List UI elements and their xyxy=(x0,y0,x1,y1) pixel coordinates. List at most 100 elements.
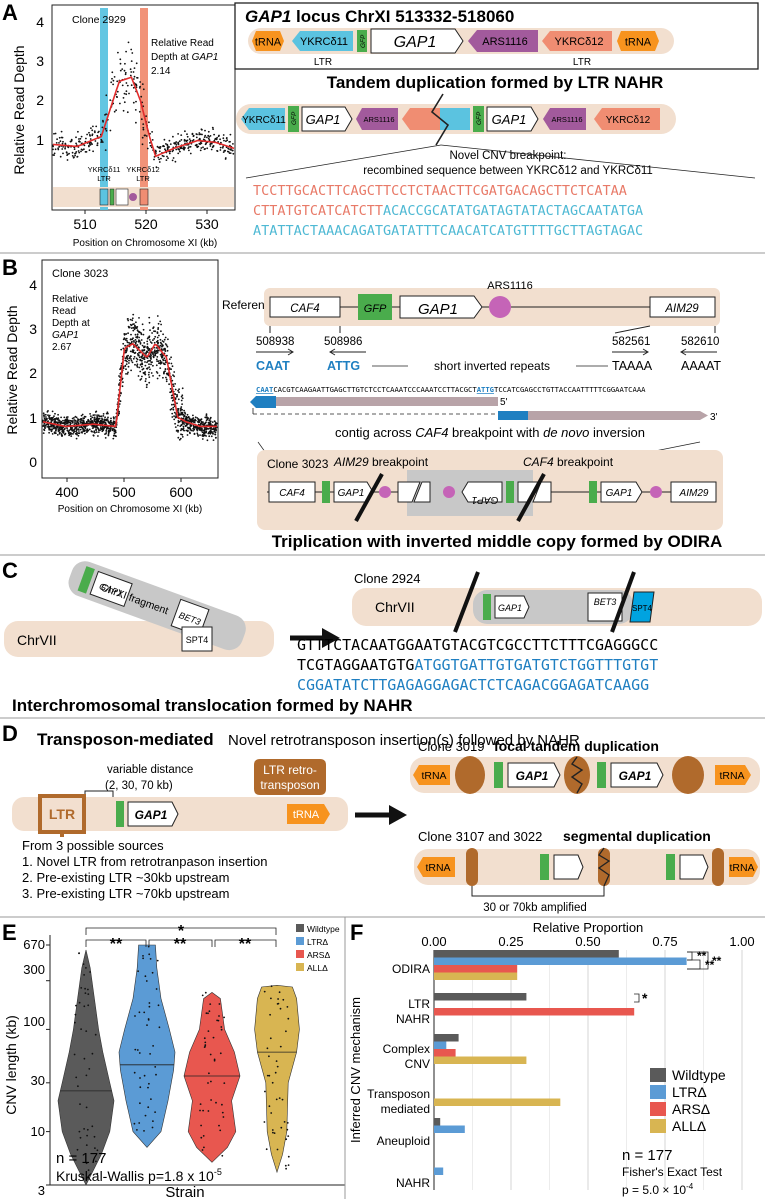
violin-point xyxy=(223,1016,226,1019)
dup-ykrc11: YKRCδ11 xyxy=(242,115,286,126)
read-depth-point xyxy=(71,417,74,420)
read-depth-point xyxy=(209,423,212,425)
read-depth-point xyxy=(138,346,140,349)
read-depth-point xyxy=(178,388,181,391)
x-tick: 530 xyxy=(195,216,219,232)
read-depth-point xyxy=(150,361,153,364)
read-depth-point xyxy=(88,131,90,134)
read-depth-point xyxy=(134,342,137,345)
f-p: p = 5.0 × 10-4 xyxy=(622,1182,694,1197)
x-tick: 520 xyxy=(134,216,158,232)
ltr-arrow-icon xyxy=(241,108,285,130)
contig-caat: CAAT xyxy=(256,385,274,394)
read-depth-point xyxy=(177,389,180,392)
ltr-arrow-icon xyxy=(292,31,353,51)
read-depth-point xyxy=(82,430,84,433)
read-depth-point xyxy=(75,432,78,434)
read-depth-point xyxy=(75,422,78,425)
read-depth-point xyxy=(138,110,141,113)
breakpoint-slash xyxy=(354,473,384,522)
read-depth-point xyxy=(53,154,55,157)
read-depth-point xyxy=(43,428,45,431)
breakpoint-slash xyxy=(453,571,480,633)
read-depth-point xyxy=(75,437,78,440)
read-depth-point xyxy=(98,421,101,423)
read-depth-point xyxy=(125,50,127,53)
read-depth-point xyxy=(68,429,71,432)
read-depth-point xyxy=(207,137,210,140)
read-depth-point xyxy=(118,383,120,385)
read-depth-point xyxy=(112,83,114,86)
read-depth-point xyxy=(96,426,99,429)
contig-3prime: 3' xyxy=(710,412,718,423)
read-depth-point xyxy=(199,434,201,436)
read-depth-point xyxy=(143,134,146,137)
violin-point xyxy=(203,1037,206,1040)
read-depth-point xyxy=(139,358,142,361)
read-depth-point xyxy=(173,411,176,414)
read-depth-point xyxy=(72,422,74,424)
read-depth-point xyxy=(164,361,167,364)
violin-point xyxy=(144,975,147,978)
read-depth-point xyxy=(121,385,124,388)
read-depth-point xyxy=(156,351,159,354)
read-depth-point xyxy=(135,84,138,87)
violin-point xyxy=(212,1036,215,1039)
violin-point xyxy=(142,957,145,960)
violin-point xyxy=(148,1005,151,1008)
read-depth-point xyxy=(54,418,57,420)
ref-gfp: GFP xyxy=(364,303,387,315)
trip-aim29: AIM29 xyxy=(679,488,709,499)
read-depth-point xyxy=(96,414,98,417)
read-depth-point xyxy=(186,139,189,142)
trna-icon xyxy=(715,765,751,785)
read-depth-point xyxy=(152,352,154,355)
read-depth-point xyxy=(113,110,116,113)
read-depth-point xyxy=(124,71,127,74)
read-depth-point xyxy=(135,340,138,343)
read-depth-point xyxy=(142,123,145,125)
legend-swatch xyxy=(296,924,304,932)
bar xyxy=(434,1098,561,1106)
read-depth-point xyxy=(167,157,169,160)
violin-point xyxy=(207,1110,210,1112)
read-depth-point xyxy=(132,71,135,73)
read-depth-point xyxy=(136,329,139,332)
read-depth-point xyxy=(88,428,91,431)
panel-b-letter: B xyxy=(2,255,18,280)
violin-point xyxy=(93,1135,96,1138)
read-depth-point xyxy=(82,419,84,421)
bar xyxy=(434,1056,527,1064)
read-depth-point xyxy=(97,435,99,437)
panel-a-ltr11-highlight xyxy=(100,8,108,210)
read-depth-point xyxy=(182,147,185,150)
read-depth-point xyxy=(135,121,137,124)
read-depth-point xyxy=(124,73,127,76)
ltr-ellipse xyxy=(672,756,704,794)
read-depth-point xyxy=(74,421,76,423)
read-depth-point xyxy=(118,412,120,415)
read-depth-point xyxy=(162,155,165,158)
read-depth-point xyxy=(102,420,105,423)
read-depth-point xyxy=(55,142,58,144)
read-depth-point xyxy=(89,144,92,146)
read-depth-point xyxy=(102,426,104,428)
read-depth-point xyxy=(165,380,168,383)
read-depth-point xyxy=(126,373,129,375)
y-tick: 0 xyxy=(29,454,37,470)
read-depth-point xyxy=(54,421,57,424)
violin-point xyxy=(80,987,83,989)
gfp-box xyxy=(357,30,367,52)
read-depth-point xyxy=(106,426,109,428)
read-depth-point xyxy=(214,420,216,423)
read-depth-point xyxy=(194,144,197,147)
read-depth-point xyxy=(84,151,87,153)
d-gap1: GAP1 xyxy=(135,808,168,822)
e-legend: Wildtype LTRΔ ARSΔ ALLΔ xyxy=(296,924,340,973)
seq-line: TCGTAGGAATGTGATGGTGATTGTGATGTCTGGTTTGTGT xyxy=(297,656,658,674)
breakpoint-zigzag xyxy=(597,847,611,887)
read-depth-point xyxy=(45,416,47,418)
read-depth-point xyxy=(181,397,184,400)
read-depth-point xyxy=(180,395,183,398)
read-depth-point xyxy=(130,358,132,360)
